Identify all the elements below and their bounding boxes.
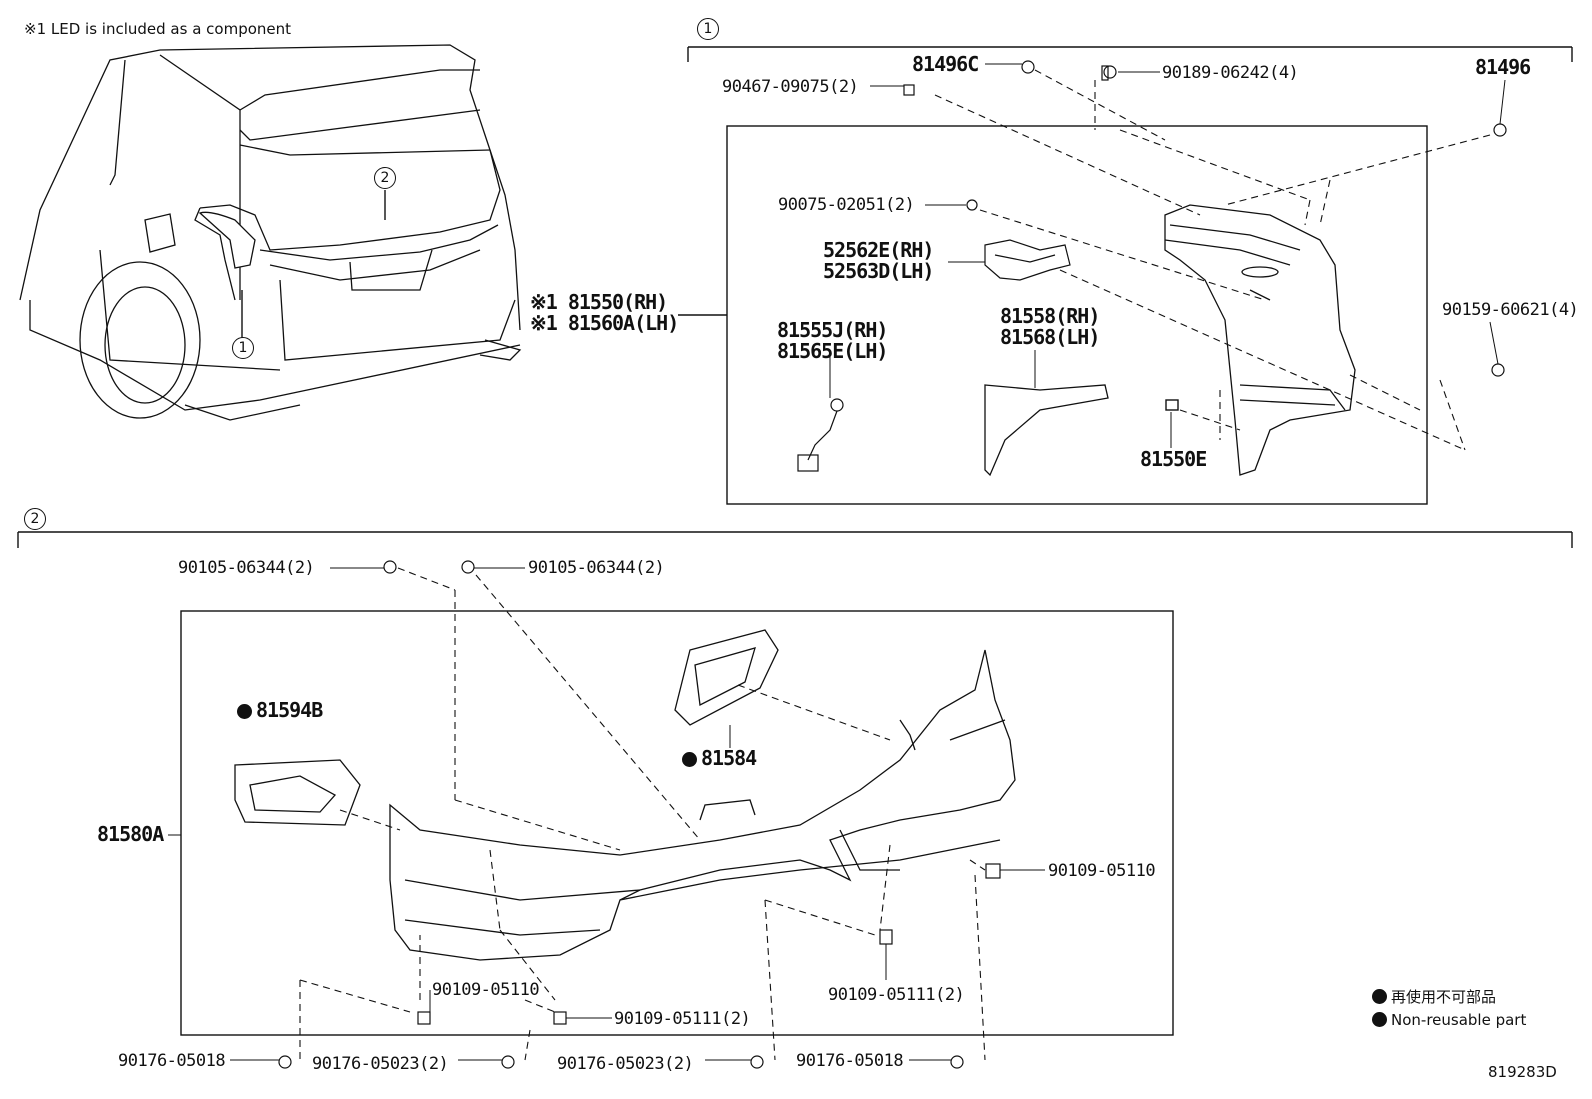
part-81560a-label[interactable]: ※1 81560A(LH)	[530, 311, 679, 335]
callout-2-header[interactable]: 2	[24, 508, 46, 530]
fasteners-section-2	[278, 560, 1001, 1069]
part-90176-05023-right-label[interactable]: 90176-05023(2)	[557, 1054, 694, 1074]
part-81496-label[interactable]: 81496	[1475, 55, 1531, 79]
legend-jp-text: 再使用不可部品	[1391, 988, 1497, 1006]
section-2-box	[180, 610, 1174, 1036]
part-81555j-label[interactable]: 81555J(RH)	[777, 318, 888, 342]
part-81496c-label[interactable]: 81496C	[912, 52, 979, 76]
part-81580a-label[interactable]: 81580A	[97, 822, 164, 846]
part-90189-06242-label[interactable]: 90189-06242(4)	[1162, 63, 1299, 83]
part-90159-60621-label[interactable]: 90159-60621(4)	[1442, 300, 1579, 320]
legend-dot-icon	[1372, 989, 1387, 1004]
part-81594b-label[interactable]: 81594B	[237, 698, 323, 722]
part-90176-05018-left-label[interactable]: 90176-05018	[118, 1051, 226, 1071]
vehicle-rear-illustration	[19, 44, 522, 421]
fasteners-section-1	[903, 60, 1507, 377]
legend-dot-icon	[1372, 1012, 1387, 1027]
gasket-81594b-shape	[234, 759, 361, 826]
section-1-bracket	[687, 46, 1573, 62]
part-90109-05111-right-label[interactable]: 90109-05111(2)	[828, 985, 965, 1005]
part-81550e-label[interactable]: 81550E	[1140, 447, 1207, 471]
part-81568-label[interactable]: 81568(LH)	[1000, 325, 1100, 349]
part-90109-05110-right-label[interactable]: 90109-05110	[1048, 861, 1156, 881]
socket-wire-81555j-shape	[797, 398, 844, 472]
rear-bumper-garnish-81580a	[389, 649, 1016, 961]
part-90109-05110-left-label[interactable]: 90109-05110	[432, 980, 540, 1000]
solid-leaders-section-1	[829, 63, 1506, 448]
legend-en-text: Non-reusable part	[1391, 1011, 1527, 1029]
part-52563d-label[interactable]: 52563D(LH)	[823, 259, 934, 283]
part-81584-label[interactable]: 81584	[682, 746, 757, 770]
part-81565e-label[interactable]: 81565E(LH)	[777, 339, 888, 363]
callout-1-vehicle[interactable]: 1	[232, 337, 254, 359]
section-2-bracket	[17, 531, 1573, 548]
part-90109-05111-left-label[interactable]: 90109-05111(2)	[614, 1009, 751, 1029]
part-90105-06344-right-label[interactable]: 90105-06344(2)	[528, 558, 665, 578]
part-81584-number: 81584	[701, 746, 757, 770]
part-81594b-number: 81594B	[256, 698, 323, 722]
clip-81550e-shape	[1165, 399, 1179, 411]
callout-2-vehicle[interactable]: 2	[374, 167, 396, 189]
non-reusable-dot-icon	[237, 704, 252, 719]
part-90075-02051-label[interactable]: 90075-02051(2)	[778, 195, 915, 215]
legend-jp: 再使用不可部品	[1372, 986, 1496, 1007]
gasket-81584-shape	[674, 629, 779, 726]
bracket-52562e-shape	[984, 239, 1071, 281]
part-90176-05023-left-label[interactable]: 90176-05023(2)	[312, 1054, 449, 1074]
led-component-note: ※1 LED is included as a component	[24, 20, 292, 38]
legend-en: Non-reusable part	[1372, 1011, 1526, 1029]
part-81550-label[interactable]: ※1 81550(RH)	[530, 290, 668, 314]
dashed-leaders-section-1	[934, 69, 1491, 451]
part-52562e-label[interactable]: 52562E(RH)	[823, 238, 934, 262]
tail-lamp-assembly	[1164, 204, 1356, 476]
part-81558-label[interactable]: 81558(RH)	[1000, 304, 1100, 328]
figure-id: 819283D	[1488, 1063, 1557, 1081]
non-reusable-dot-icon	[682, 752, 697, 767]
part-90105-06344-left-label[interactable]: 90105-06344(2)	[178, 558, 315, 578]
dashed-leaders-section-2	[299, 567, 986, 1061]
part-90176-05018-right-label[interactable]: 90176-05018	[796, 1051, 904, 1071]
solid-leaders-section-2	[168, 567, 1045, 1061]
garnish-81558-shape	[984, 384, 1109, 477]
part-90467-09075-label[interactable]: 90467-09075(2)	[722, 77, 859, 97]
callout-1-header[interactable]: 1	[697, 18, 719, 40]
